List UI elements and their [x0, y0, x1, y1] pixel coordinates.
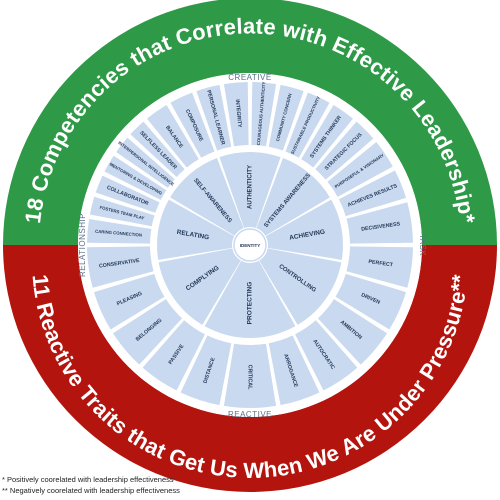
- identity-label: IDENTITY: [240, 243, 261, 248]
- footnote-negative: ** Negatively coorelated with leadership…: [2, 486, 180, 495]
- reactive-label-conservative: CONSERVATIVE: [99, 258, 141, 270]
- inner-segment-relating: [157, 199, 235, 260]
- reactive-petal-arrogance: [268, 335, 320, 406]
- inner-label-protecting: PROTECTING: [247, 282, 254, 325]
- footnotes: * Positively coorelated with leadership …: [2, 474, 180, 496]
- creative-label-decisiveness: DECISIVENESS: [361, 221, 401, 232]
- creative-label-integrity: INTEGRITY: [234, 99, 242, 128]
- creative-petal-achieves-results: [338, 170, 407, 217]
- creative-petal-caring-connection: [87, 218, 152, 244]
- reactive-petal-conservative: [87, 246, 154, 288]
- reactive-petal-passive: [142, 320, 205, 391]
- creative-petal-composure: [170, 92, 215, 158]
- creative-petal-strategic-focus: [315, 121, 374, 180]
- reactive-label-critical: CRITICAL: [247, 365, 253, 390]
- inner-segment-authenticity: [219, 152, 281, 229]
- creative-petal-integrity: [223, 82, 249, 147]
- creative-petal-courageous-authenticity: [251, 82, 277, 147]
- creative-petal-community-concern: [268, 84, 304, 151]
- inner-segment-protecting: [204, 260, 296, 338]
- reactive-petal-pleasing: [93, 273, 165, 330]
- reactive-petal-belonging: [112, 299, 183, 365]
- creative-petal-systems-thinker: [301, 104, 354, 168]
- creative-petal-balance: [146, 104, 199, 168]
- creative-petal-mentoring-developing: [104, 155, 167, 200]
- creative-petal-purposeful-visionary: [327, 141, 393, 197]
- reactive-petal-distance: [180, 335, 232, 406]
- inner-segment-complying: [158, 248, 241, 325]
- axis-label-reactive: REACTIVE: [228, 410, 272, 419]
- footnote-positive: * Positively coorelated with leadership …: [2, 475, 174, 484]
- inner-segment-controlling: [259, 248, 342, 325]
- creative-petal-fosters-team-play: [89, 196, 155, 227]
- inner-segment-achieving: [265, 199, 344, 260]
- creative-petal-sustainable-productivity: [285, 92, 330, 158]
- creative-petal-decisiveness: [346, 202, 413, 244]
- inner-segment-systems-awareness: [256, 158, 330, 236]
- inner-label-authenticity: AUTHENTICITY: [248, 165, 254, 209]
- creative-petal-selfless-leader: [130, 121, 185, 178]
- axis-label-task: TASK: [418, 234, 427, 256]
- creative-petal-interpersonal-intelligence: [116, 137, 175, 188]
- reactive-petal-perfect: [346, 246, 413, 288]
- creative-petal-collaborator: [95, 175, 160, 213]
- reactive-petal-driven: [335, 273, 407, 330]
- reactive-petal-critical: [223, 343, 277, 408]
- axis-label-creative: CREATIVE: [228, 73, 271, 82]
- axis-label-relationship: RELATIONSHIP: [78, 213, 87, 277]
- reactive-petal-autocratic: [295, 320, 358, 391]
- creative-petal-personal-learner: [196, 84, 232, 151]
- reactive-label-perfect: PERFECT: [368, 259, 394, 268]
- identity-core: [233, 228, 267, 262]
- creative-label-caring-connection: CARING CONNECTION: [95, 229, 142, 238]
- reactive-petal-ambition: [317, 299, 388, 365]
- creative-label-courageous-authenticity: COURAGEOUS AUTHENTICITY: [256, 81, 267, 145]
- green-competency-ring: [3, 0, 497, 245]
- red-reactive-ring: [3, 245, 497, 492]
- inner-segment-self-awareness: [170, 158, 244, 236]
